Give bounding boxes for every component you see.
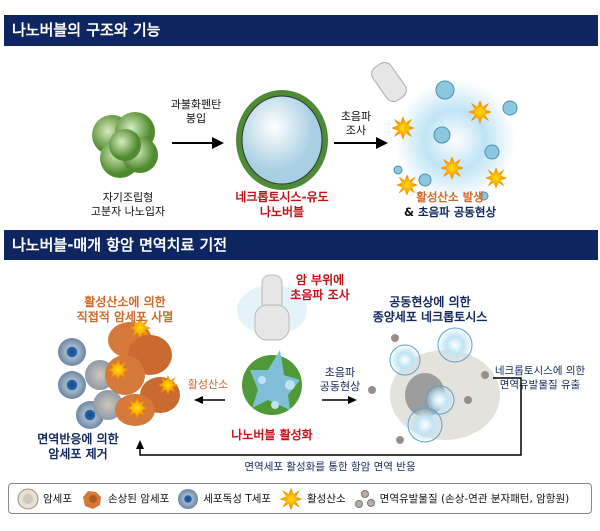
- legend: 암세포 손상된 암세포 세포독성 T세포 활성산소 면역유발물질 (손상-연관 …: [8, 483, 592, 514]
- feedback-connector: [136, 377, 522, 456]
- section1-title: 나노버블의 구조와 기능: [4, 15, 598, 46]
- section2-title: 나노버블-매개 항암 면역치료 기전: [4, 230, 598, 260]
- legend-item: 활성산소: [279, 487, 346, 511]
- t-cell-icon: [178, 488, 199, 509]
- center-label: 나노버블 활성화: [231, 428, 313, 442]
- cancer-cell-icon: [17, 488, 39, 509]
- legend-item: 손상된 암세포: [80, 488, 169, 510]
- ros-burst-icon: [279, 487, 303, 510]
- necroptotic-tumor-cells-group: [368, 327, 500, 444]
- ros-arrow-label: 활성산소: [187, 378, 229, 391]
- nanobubble-icon: [236, 90, 328, 190]
- dying-cancer-cells-group: [58, 317, 180, 429]
- feedback-label: 면역세포 활성화를 통한 항암 면역 반응: [244, 461, 416, 473]
- arrow-1: [172, 137, 224, 149]
- activated-nanobubble-icon: [242, 350, 302, 415]
- ros-arrow: [194, 396, 225, 404]
- immune-substance-icon: [354, 489, 375, 508]
- step3-label: 활성산소 발생& 초음파 공동현상: [403, 190, 497, 219]
- cavitation-arrow: [322, 396, 357, 404]
- polymer-nanoparticle-icon: [92, 112, 158, 178]
- legend-item: 면역유발물질 (손상-연관 분자패턴, 암항원): [354, 488, 569, 510]
- legend-item: 세포독성 T세포: [177, 488, 271, 510]
- damaged-cancer-cell-icon: [82, 490, 101, 509]
- arrow-2: [334, 137, 388, 149]
- legend-item: 암세포: [17, 488, 72, 510]
- cavitation-burst-icon: [371, 61, 518, 201]
- ultrasound-probe-icon: [237, 274, 307, 341]
